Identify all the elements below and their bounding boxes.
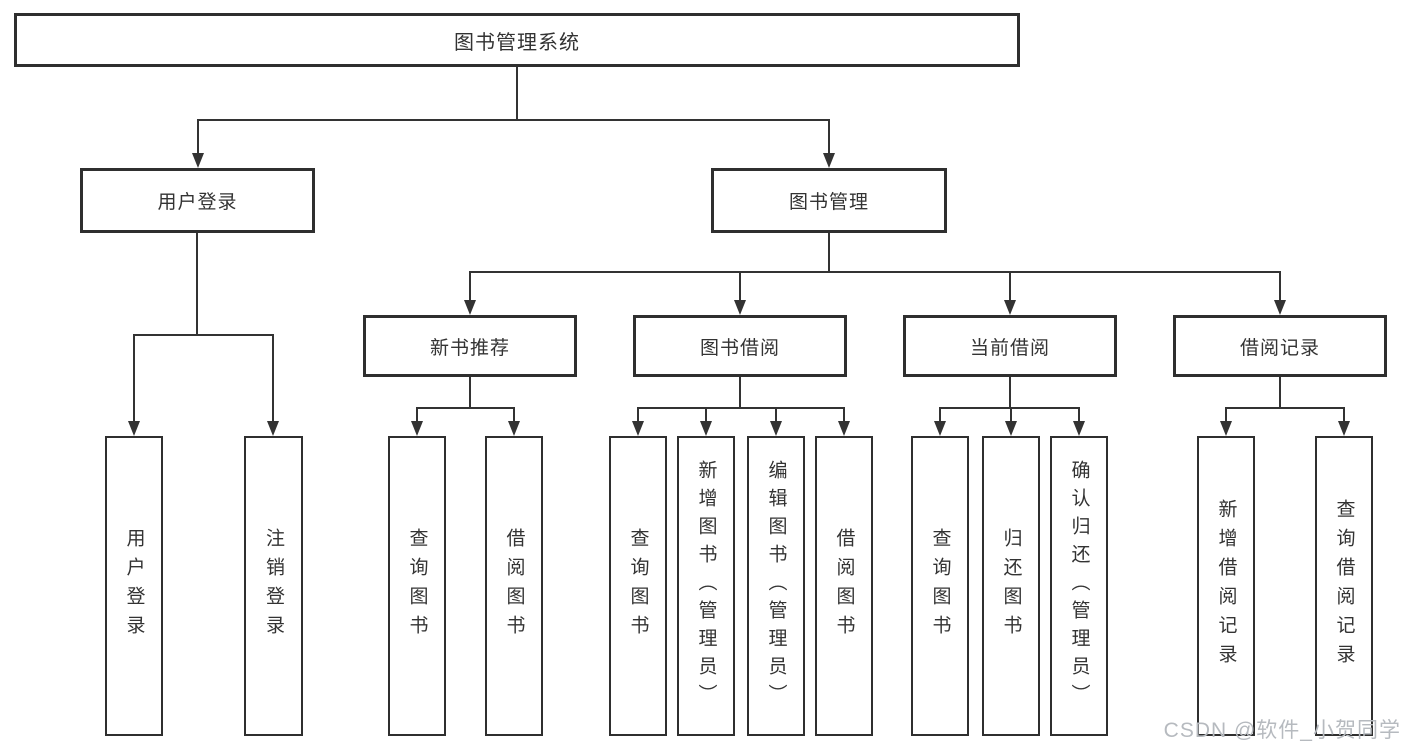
node-label: 编辑图书（管理员）: [765, 460, 787, 712]
arrowhead-down: [934, 421, 946, 436]
arrowhead-down: [411, 421, 423, 436]
node-label: 图书管理系统: [454, 31, 580, 54]
leaf-borrow-books: 借阅图书: [815, 436, 873, 736]
connector-new-book-recommend-to-leaves: [411, 377, 520, 436]
connector-book-borrow-to-leaves: [632, 377, 850, 436]
node-book-management: 图书管理: [711, 168, 947, 233]
leaf-query-books-current: 查询图书: [911, 436, 969, 736]
connector-borrow-records-to-leaves: [1220, 377, 1350, 436]
leaf-add-book-admin: 新增图书（管理员）: [677, 436, 735, 736]
node-label: 新书推荐: [429, 337, 510, 359]
leaf-query-books-recommend: 查询图书: [388, 436, 446, 736]
arrowhead-down: [1274, 300, 1286, 315]
arrowhead-down: [128, 421, 140, 436]
node-label: 新增图书（管理员）: [695, 460, 717, 712]
arrowhead-down: [1005, 421, 1017, 436]
leaf-edit-book-admin: 编辑图书（管理员）: [747, 436, 805, 736]
leaf-add-borrow-record: 新增借阅记录: [1197, 436, 1255, 736]
arrowhead-down: [734, 300, 746, 315]
node-current-borrow: 当前借阅: [903, 315, 1117, 377]
arrowhead-down: [700, 421, 712, 436]
leaf-query-books-borrow: 查询图书: [609, 436, 667, 736]
arrowhead-down: [1004, 300, 1016, 315]
node-book-borrow: 图书借阅: [633, 315, 847, 377]
leaf-query-borrow-record: 查询借阅记录: [1315, 436, 1373, 736]
leaf-logout: 注销登录: [244, 436, 303, 736]
node-label: 用户登录: [123, 528, 145, 644]
node-label: 新增借阅记录: [1215, 499, 1237, 673]
arrowhead-down: [770, 421, 782, 436]
node-label: 查询图书: [627, 528, 649, 644]
connector-current-borrow-to-leaves: [934, 377, 1085, 436]
node-label: 借阅图书: [503, 528, 525, 644]
node-label: 当前借阅: [969, 337, 1050, 359]
arrowhead-down: [267, 421, 279, 436]
node-label: 注销登录: [263, 528, 284, 644]
node-label: 图书借阅: [699, 337, 780, 359]
node-library-management-system: 图书管理系统: [14, 13, 1020, 67]
node-label: 查询图书: [929, 528, 951, 644]
arrowhead-down: [508, 421, 520, 436]
arrowhead-down: [464, 300, 476, 315]
connector-user-login-to-leaves: [128, 233, 279, 436]
watermark-text: CSDN @软件_小贺同学: [1163, 719, 1401, 742]
connector-root-to-level1: [192, 67, 835, 168]
node-new-book-recommend: 新书推荐: [363, 315, 577, 377]
arrowhead-down: [1338, 421, 1350, 436]
node-label: 借阅记录: [1239, 337, 1320, 359]
leaf-return-books: 归还图书: [982, 436, 1040, 736]
node-borrow-records: 借阅记录: [1173, 315, 1387, 377]
arrowhead-down: [1220, 421, 1232, 436]
node-user-login: 用户登录: [80, 168, 315, 233]
arrowhead-down: [823, 153, 835, 168]
node-label: 查询图书: [406, 528, 428, 644]
node-label: 查询借阅记录: [1333, 499, 1355, 673]
leaf-confirm-return-admin: 确认归还（管理员）: [1050, 436, 1108, 736]
arrowhead-down: [838, 421, 850, 436]
node-label: 归还图书: [1000, 528, 1022, 644]
arrowhead-down: [192, 153, 204, 168]
node-label: 确认归还（管理员）: [1068, 460, 1090, 712]
arrowhead-down: [632, 421, 644, 436]
node-label: 图书管理: [788, 192, 869, 213]
arrowhead-down: [1073, 421, 1085, 436]
connector-book-management-to-level2: [464, 233, 1286, 315]
node-label: 借阅图书: [833, 528, 855, 644]
leaf-borrow-books-recommend: 借阅图书: [485, 436, 543, 736]
leaf-user-login: 用户登录: [105, 436, 163, 736]
node-label: 用户登录: [157, 192, 238, 213]
